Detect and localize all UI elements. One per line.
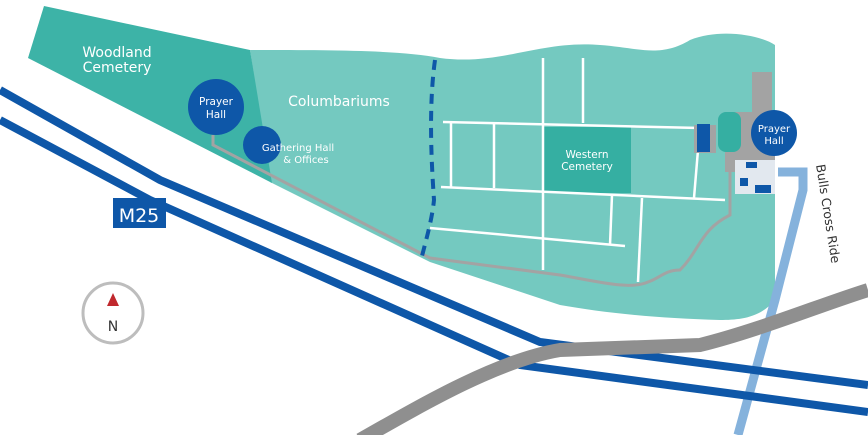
east-garden bbox=[718, 112, 741, 152]
western-cemetery-block[interactable] bbox=[544, 127, 631, 193]
compass: N bbox=[81, 281, 145, 345]
western-label-2: Cemetery bbox=[561, 161, 613, 173]
east-block-1 bbox=[746, 162, 757, 168]
gathering-hall-label-2: & Offices bbox=[283, 155, 328, 166]
internal-paths bbox=[429, 58, 726, 283]
woodland-cemetery-area[interactable] bbox=[28, 6, 272, 183]
gathering-hall-label-1: Gathering Hall bbox=[262, 143, 334, 154]
columbariums-label: Columbariums bbox=[288, 94, 390, 110]
boundary-dashed-line bbox=[419, 59, 437, 261]
m25-motorway[interactable] bbox=[0, 86, 868, 416]
prayer-hall-east-label-2: Hall bbox=[764, 136, 783, 147]
east-block-2 bbox=[740, 178, 748, 186]
main-road[interactable] bbox=[356, 283, 868, 435]
bulls-cross-ride-road[interactable] bbox=[733, 167, 808, 435]
woodland-label-2: Cemetery bbox=[83, 60, 152, 76]
main-grounds-area[interactable] bbox=[250, 33, 775, 320]
prayer-hall-west-marker[interactable]: Prayer Hall bbox=[188, 79, 244, 135]
prayer-hall-east-marker[interactable]: Prayer Hall bbox=[751, 110, 797, 156]
east-car-park bbox=[752, 72, 772, 117]
north-arrow-icon bbox=[107, 293, 119, 306]
east-block-3 bbox=[755, 185, 771, 193]
m25-label: M25 bbox=[119, 205, 160, 227]
woodland-label-1: Woodland bbox=[82, 45, 151, 61]
western-label-1: Western bbox=[565, 149, 608, 161]
bulls-cross-ride-label: Bulls Cross Ride bbox=[813, 163, 843, 264]
internal-road bbox=[211, 135, 760, 287]
compass-label: N bbox=[108, 319, 118, 335]
prayer-hall-east-label-1: Prayer bbox=[758, 124, 791, 135]
east-building bbox=[697, 124, 710, 152]
prayer-hall-west-label-2: Hall bbox=[206, 109, 226, 121]
prayer-hall-west-label-1: Prayer bbox=[199, 96, 234, 108]
m25-badge bbox=[113, 198, 166, 228]
gathering-hall-marker[interactable]: Gathering Hall & Offices bbox=[243, 126, 334, 166]
